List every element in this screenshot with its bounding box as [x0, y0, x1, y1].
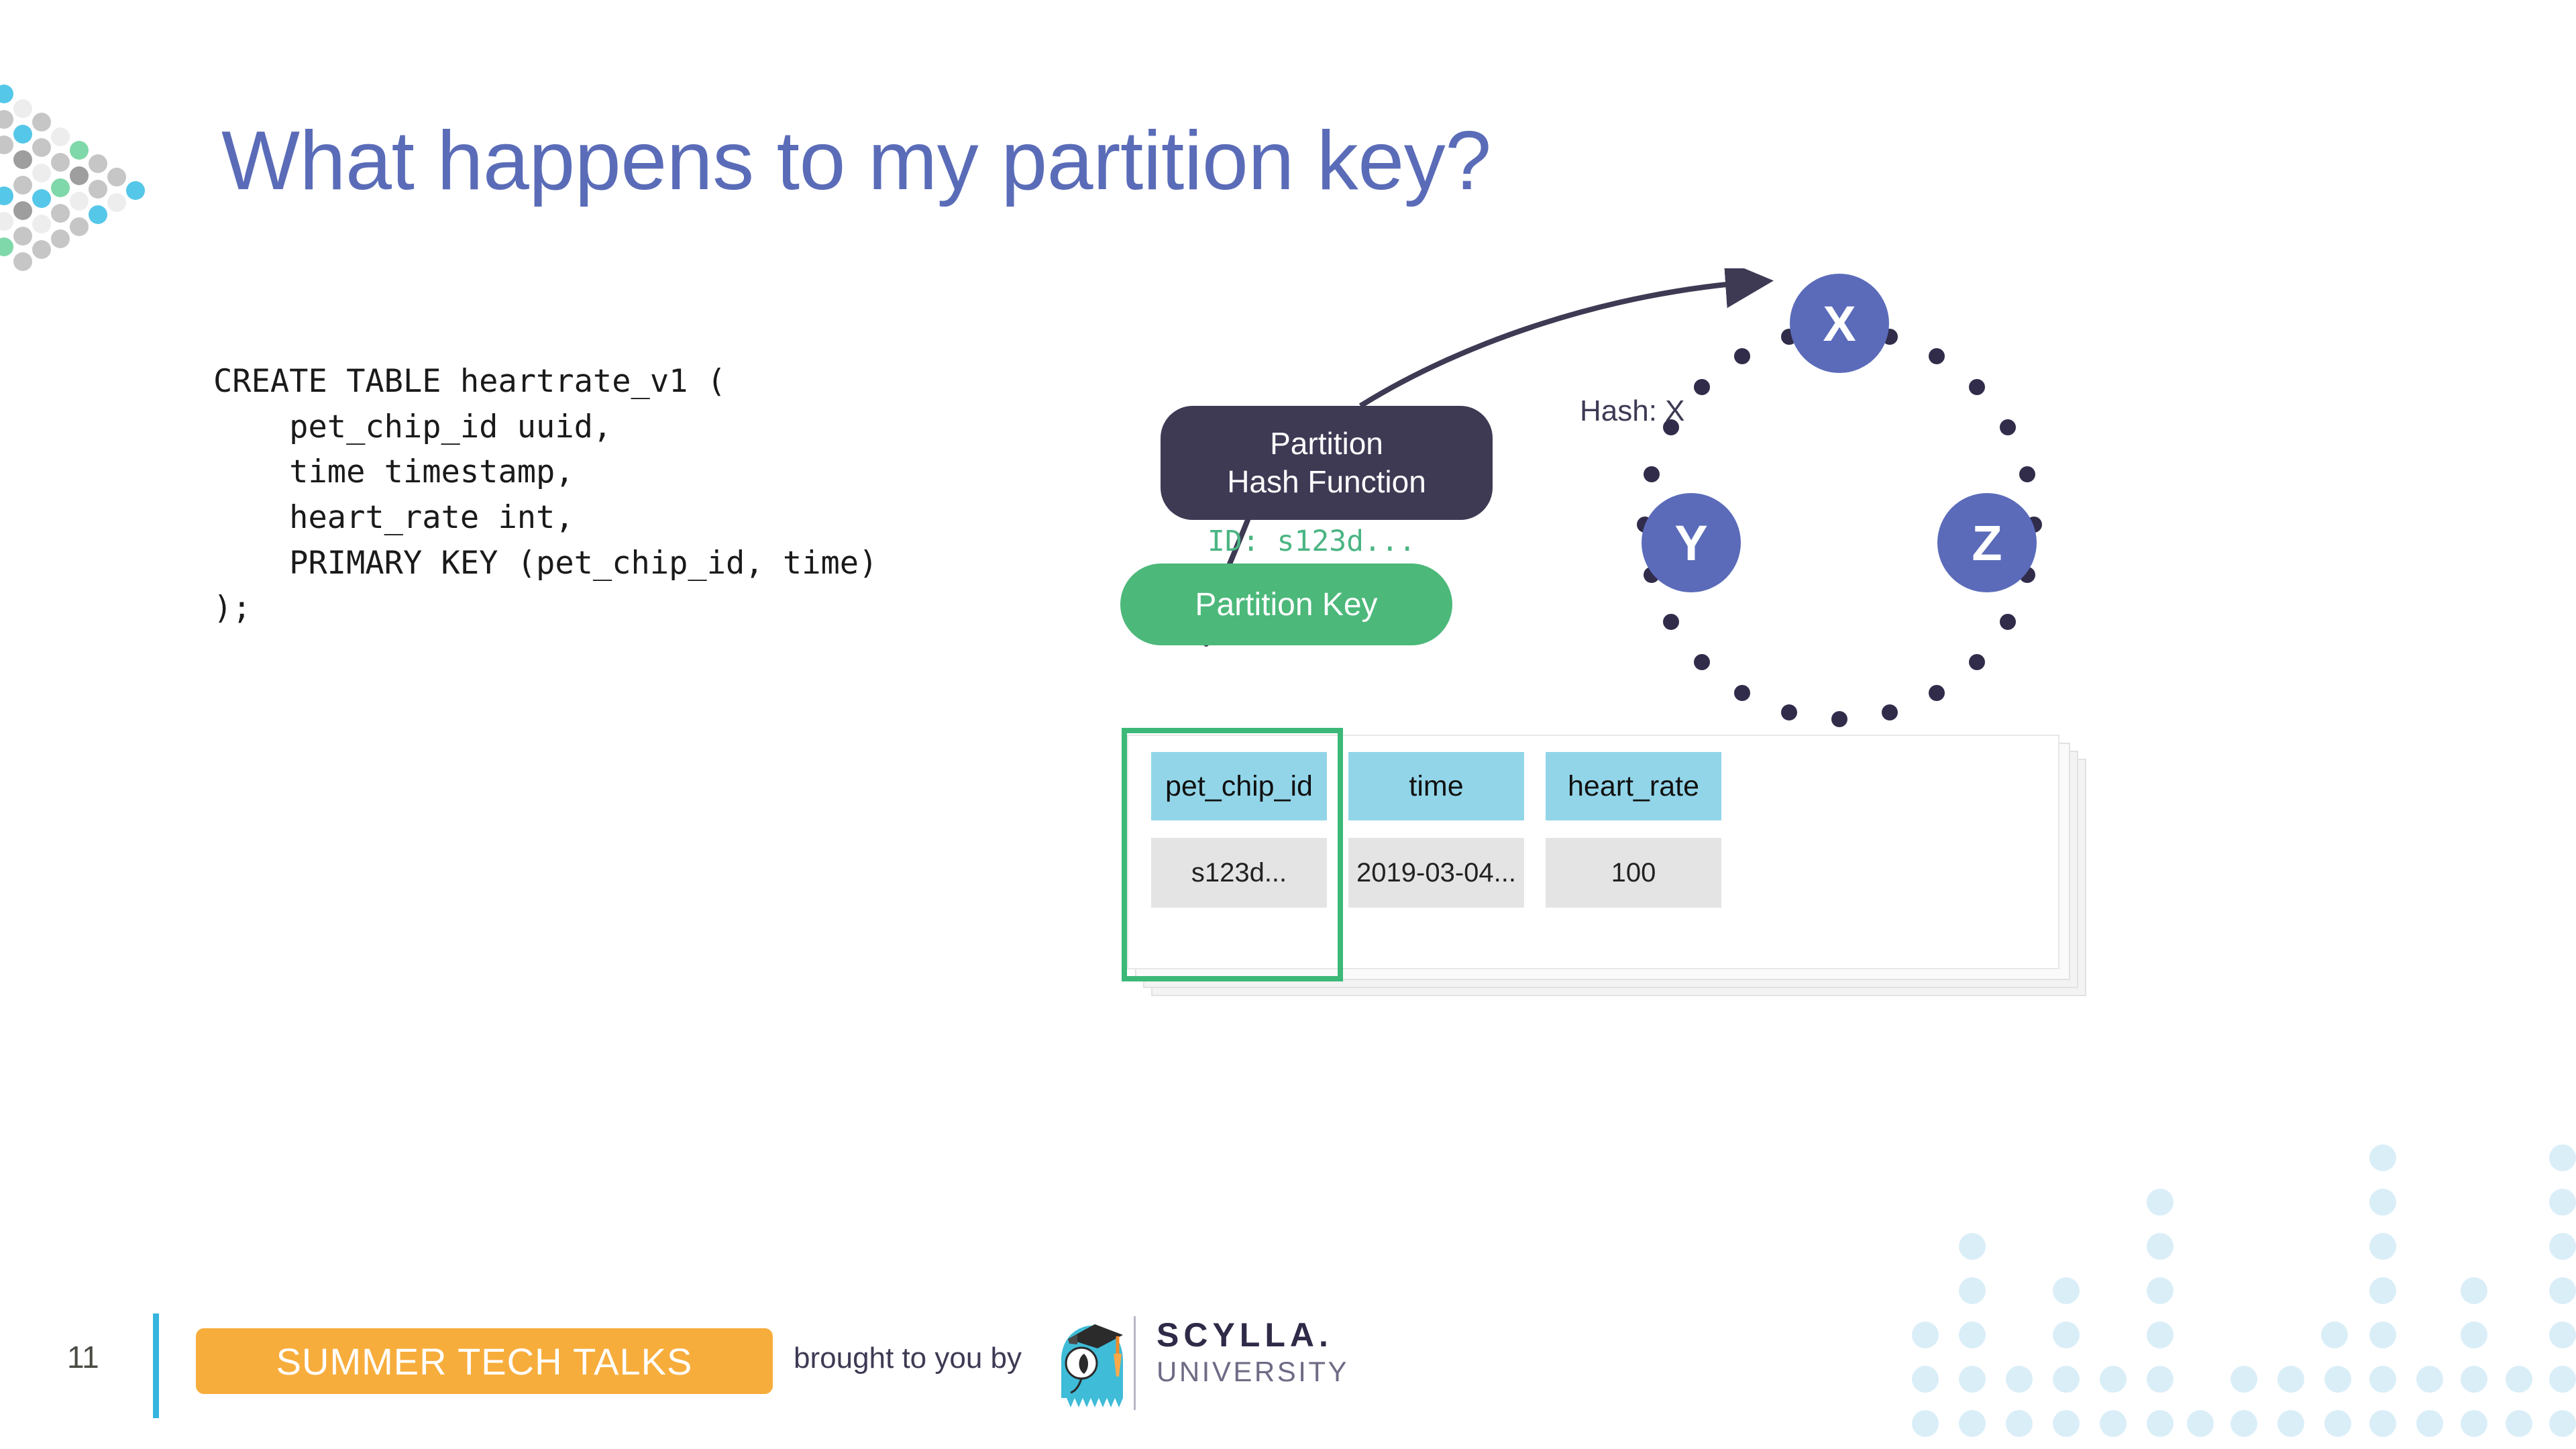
partition-hash-function-box: Partition Hash Function: [1161, 406, 1493, 520]
table-cell: 100: [1546, 838, 1721, 908]
column-header: heart_rate: [1546, 752, 1721, 820]
partition-id-label: ID: s123d...: [1208, 525, 1416, 558]
scylla-university-logo: SCYLLA. UNIVERSITY: [1157, 1318, 1349, 1388]
scylla-logo-name: SCYLLA.: [1157, 1316, 1333, 1354]
ring-node-x: X: [1790, 274, 1889, 373]
partition-key-column-highlight: [1122, 728, 1343, 981]
decorative-dots-topleft: [0, 85, 145, 271]
hash-box-line1: Partition: [1270, 425, 1383, 461]
table-cell: 2019-03-04...: [1348, 838, 1524, 908]
column-header: time: [1348, 752, 1524, 820]
partition-hash-diagram: Partition Hash Function Hash: X X Y Z ID…: [1046, 268, 2281, 1181]
cql-code-block: CREATE TABLE heartrate_v1 ( pet_chip_id …: [213, 363, 878, 627]
page-number: 11: [67, 1340, 99, 1375]
logo-divider: [1134, 1316, 1136, 1410]
slide-footer: 11 SUMMER TECH TALKS brought to you by S…: [0, 1308, 2576, 1449]
scylla-logo-subtitle: UNIVERSITY: [1157, 1355, 1350, 1387]
table-column-time: time 2019-03-04...: [1348, 752, 1524, 908]
page-title: What happens to my partition key?: [221, 115, 1491, 207]
brought-to-you-by-text: brought to you by: [794, 1342, 1022, 1375]
table-cell: s123d...: [1151, 838, 1327, 908]
data-row-card-stack: pet_chip_id s123d... time 2019-03-04... …: [1122, 728, 2120, 1016]
scylla-mascot-icon: [1061, 1324, 1123, 1407]
data-row-card-front: pet_chip_id s123d... time 2019-03-04... …: [1127, 735, 2059, 969]
partition-key-box: Partition Key: [1120, 564, 1452, 645]
summer-tech-talks-badge: SUMMER TECH TALKS: [196, 1328, 773, 1394]
table-column-heart-rate: heart_rate 100: [1546, 752, 1721, 908]
hash-output-label: Hash: X: [1580, 394, 1685, 427]
footer-divider: [153, 1313, 159, 1418]
hash-box-line2: Hash Function: [1227, 464, 1426, 499]
column-header: pet_chip_id: [1151, 752, 1327, 820]
table-column-pet-chip-id: pet_chip_id s123d...: [1151, 752, 1327, 908]
ring-node-y: Y: [1642, 493, 1741, 592]
ring-node-z: Z: [1937, 493, 2037, 592]
